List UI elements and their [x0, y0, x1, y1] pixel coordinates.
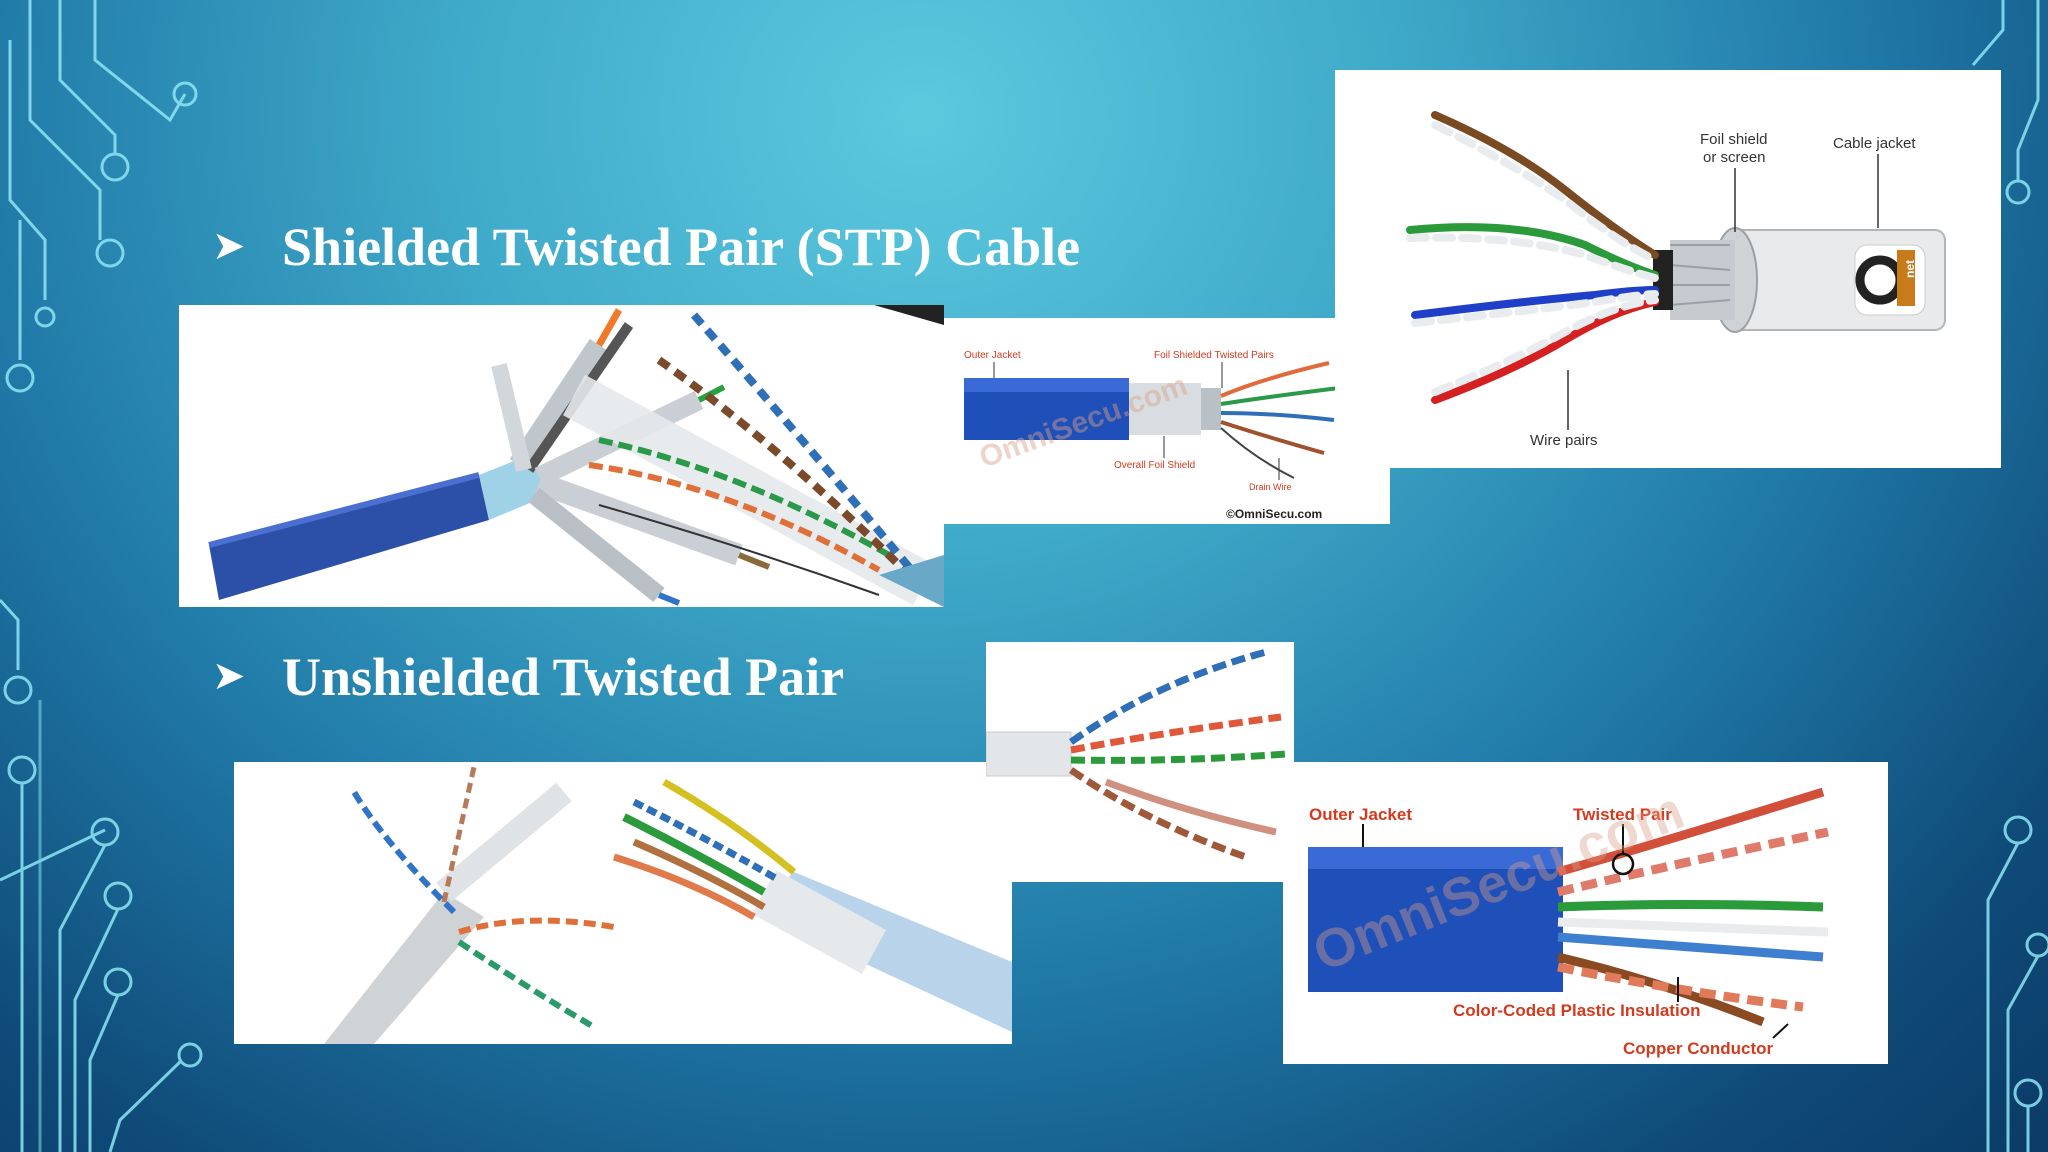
stp-small-outer-jacket-label: Outer Jacket	[964, 350, 1021, 361]
utp-twisted-pair-label: Twisted Pair	[1573, 805, 1672, 824]
utp-cable-illustration	[324, 766, 1012, 1044]
utp-wires-illustration	[986, 648, 1287, 861]
arrowhead-bullet-icon: ➤	[212, 653, 246, 699]
stp-large-wire-pairs-label: Wire pairs	[1530, 432, 1598, 449]
stp-large-cable-jacket-label: Cable jacket	[1833, 135, 1916, 152]
bullet-stp: ➤ Shielded Twisted Pair (STP) Cable	[212, 220, 1080, 274]
stp-large-foil-label-2: or screen	[1703, 149, 1766, 166]
stp-cable-photo	[179, 305, 944, 607]
bullet-utp: ➤ Unshielded Twisted Pair	[212, 650, 844, 704]
stp-large-logo-text: net	[1903, 260, 1917, 278]
arrowhead-bullet-icon: ➤	[212, 223, 246, 269]
utp-copper-conductor-label: Copper Conductor	[1623, 1039, 1774, 1058]
utp-diagram-illustration: Outer Jacket Twisted Pair Color-Coded Pl…	[1305, 780, 1829, 1058]
stp-foil-diagram-illustration: net Foil shield or screen Cable jacket W…	[1406, 111, 1946, 449]
stp-large-foil-label-1: Foil shield	[1700, 131, 1768, 148]
utp-outer-jacket-label: Outer Jacket	[1309, 805, 1412, 824]
stp-small-foil-pairs-label: Foil Shielded Twisted Pairs	[1154, 350, 1274, 361]
bullet-utp-text: Unshielded Twisted Pair	[282, 647, 845, 707]
stp-small-copyright: ©OmniSecu.com	[1226, 507, 1322, 521]
circuit-decoration-left	[0, 0, 203, 1152]
bullet-stp-text: Shielded Twisted Pair (STP) Cable	[282, 217, 1081, 277]
stp-small-drain-wire-label: Drain Wire	[1249, 482, 1292, 492]
stp-small-overall-foil-label: Overall Foil Shield	[1114, 460, 1195, 471]
stp-foil-shield-diagram: net Foil shield or screen Cable jacket W…	[1335, 70, 2001, 468]
stp-labeled-diagram: Outer Jacket Foil Shielded Twisted Pairs…	[944, 318, 1390, 524]
utp-insulation-label: Color-Coded Plastic Insulation	[1453, 1001, 1700, 1020]
stp-cable-illustration	[208, 305, 944, 607]
utp-cable-photo	[234, 762, 1012, 1044]
utp-labeled-diagram: Outer Jacket Twisted Pair Color-Coded Pl…	[1283, 762, 1888, 1064]
circuit-decoration-right	[1971, 0, 2048, 1152]
utp-wires-photo	[986, 642, 1294, 882]
stp-diagram-illustration: Outer Jacket Foil Shielded Twisted Pairs…	[964, 350, 1340, 521]
